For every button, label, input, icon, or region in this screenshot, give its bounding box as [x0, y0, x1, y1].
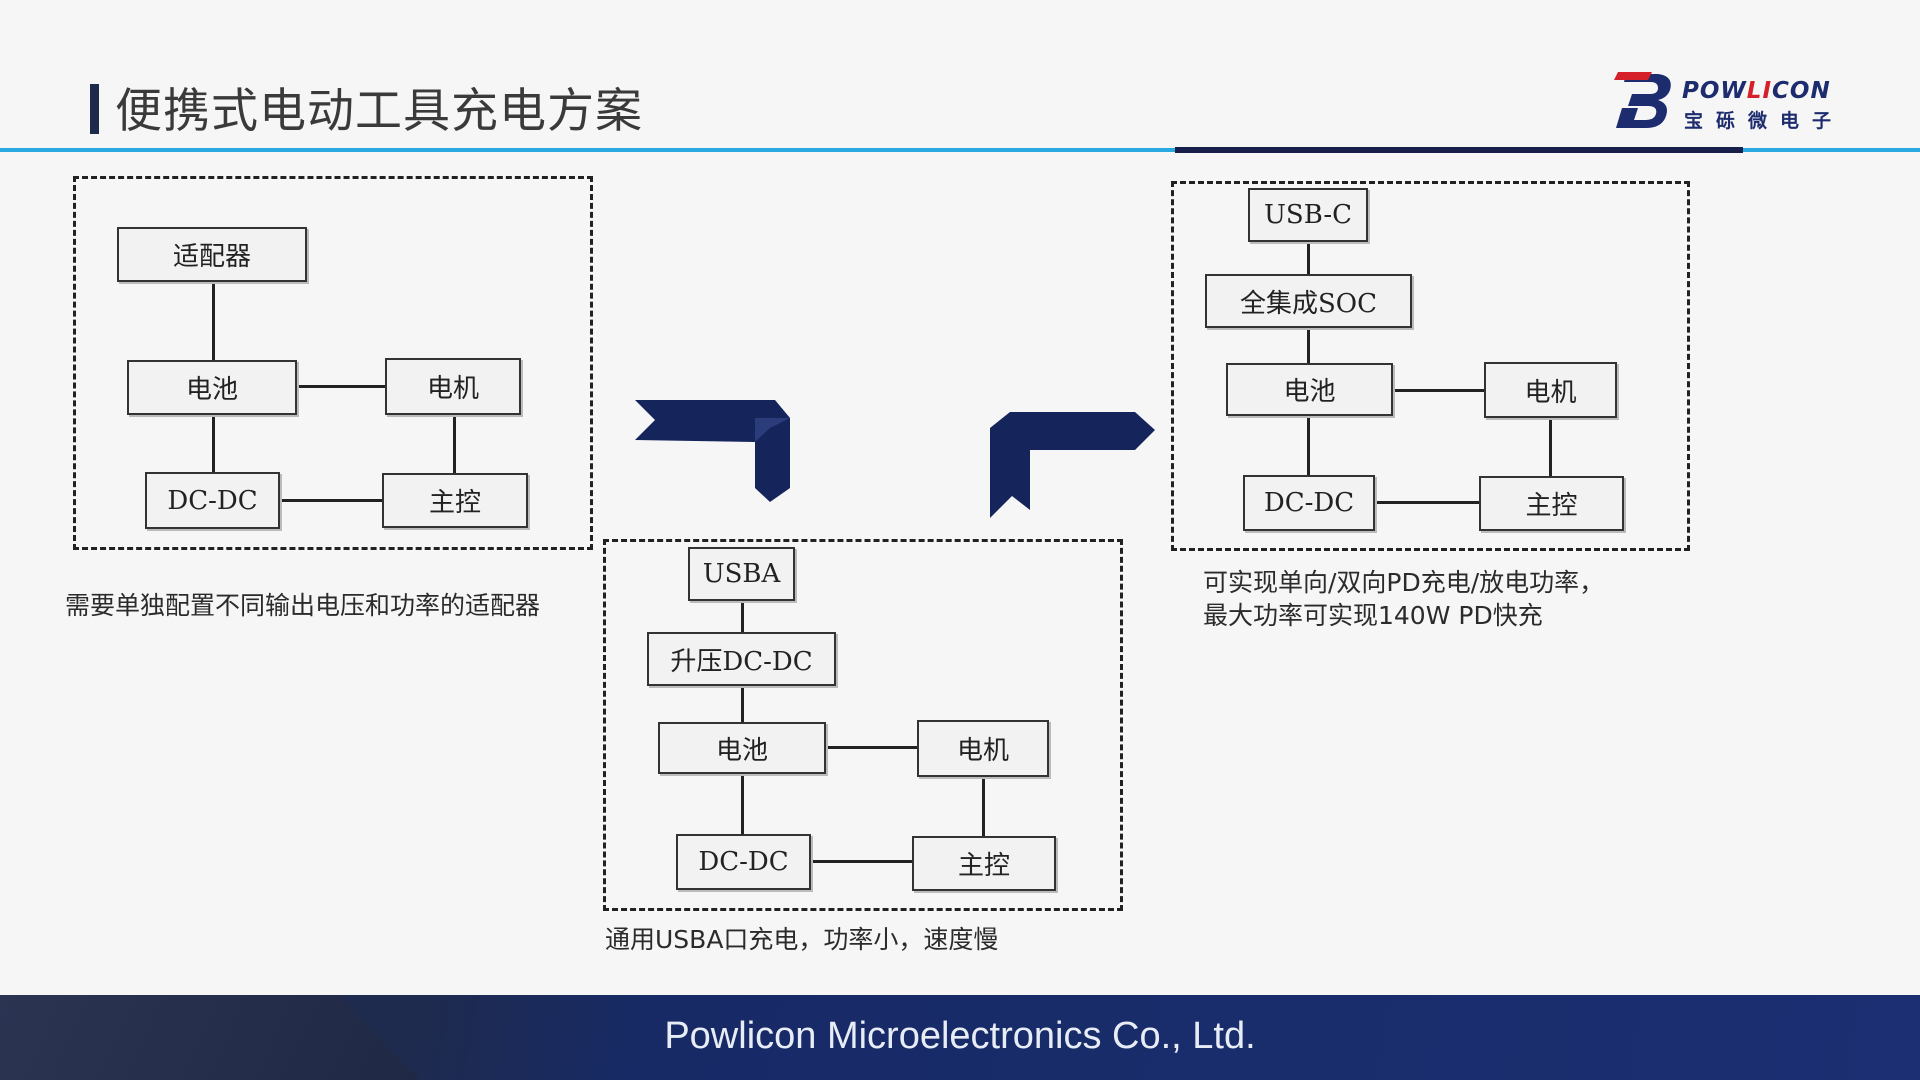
adapter-box: 适配器 — [117, 227, 307, 282]
connector — [1307, 240, 1310, 274]
dcdc-box: DC-DC — [676, 834, 811, 890]
title-accent-bar — [90, 84, 99, 134]
connector — [823, 746, 919, 749]
connector — [1307, 414, 1310, 478]
right-diagram-frame — [1171, 181, 1690, 551]
connector — [1373, 501, 1483, 504]
logo-chinese-text: 宝砾微电子 — [1684, 110, 1845, 132]
company-logo: POWLICON 宝砾微电子 — [1612, 68, 1852, 136]
motor-box: 电机 — [385, 358, 521, 415]
motor-box: 电机 — [917, 720, 1049, 777]
boost-dcdc-box: 升压DC-DC — [647, 632, 836, 686]
controller-box: 主控 — [382, 473, 528, 528]
connector — [1549, 414, 1552, 478]
soc-box: 全集成SOC — [1205, 274, 1412, 328]
logo-brand-text: POWLICON — [1682, 78, 1831, 104]
connector — [1391, 389, 1485, 392]
dcdc-box: DC-DC — [145, 472, 280, 529]
controller-box: 主控 — [912, 836, 1056, 891]
arrow-up-right-icon — [990, 412, 1155, 518]
battery-box: 电池 — [658, 722, 826, 774]
arrow-right-down-icon — [635, 400, 790, 502]
right-caption-line1: 可实现单向/双向PD充电/放电功率， — [1203, 568, 1605, 597]
connector — [741, 772, 744, 838]
battery-box: 电池 — [1226, 363, 1393, 416]
footer-shade — [0, 995, 420, 1080]
connector — [453, 412, 456, 474]
connector — [808, 860, 914, 863]
dcdc-box: DC-DC — [1243, 475, 1375, 531]
motor-box: 电机 — [1484, 362, 1617, 418]
left-diagram-frame — [73, 176, 593, 550]
connector — [741, 598, 744, 632]
connector — [212, 281, 215, 363]
usbc-box: USB-C — [1248, 188, 1368, 242]
connector — [741, 684, 744, 724]
right-caption-line2: 最大功率可实现140W PD快充 — [1203, 601, 1543, 630]
header-rule-accent — [1175, 147, 1743, 153]
usba-box: USBA — [688, 547, 795, 601]
battery-box: 电池 — [127, 360, 297, 415]
connector — [294, 385, 386, 388]
controller-box: 主控 — [1479, 476, 1624, 531]
header-rule — [0, 148, 1920, 152]
connector — [278, 499, 383, 502]
connector — [212, 412, 215, 474]
middle-caption: 通用USBA口充电，功率小，速度慢 — [605, 925, 999, 954]
connector — [982, 772, 985, 838]
footer-company-name: Powlicon Microelectronics Co., Ltd. — [664, 1015, 1256, 1057]
left-caption: 需要单独配置不同输出电压和功率的适配器 — [65, 591, 541, 620]
connector — [1307, 326, 1310, 366]
page-title: 便携式电动工具充电方案 — [115, 84, 643, 139]
logo-mark-icon — [1614, 72, 1671, 128]
middle-diagram-frame — [603, 539, 1123, 911]
